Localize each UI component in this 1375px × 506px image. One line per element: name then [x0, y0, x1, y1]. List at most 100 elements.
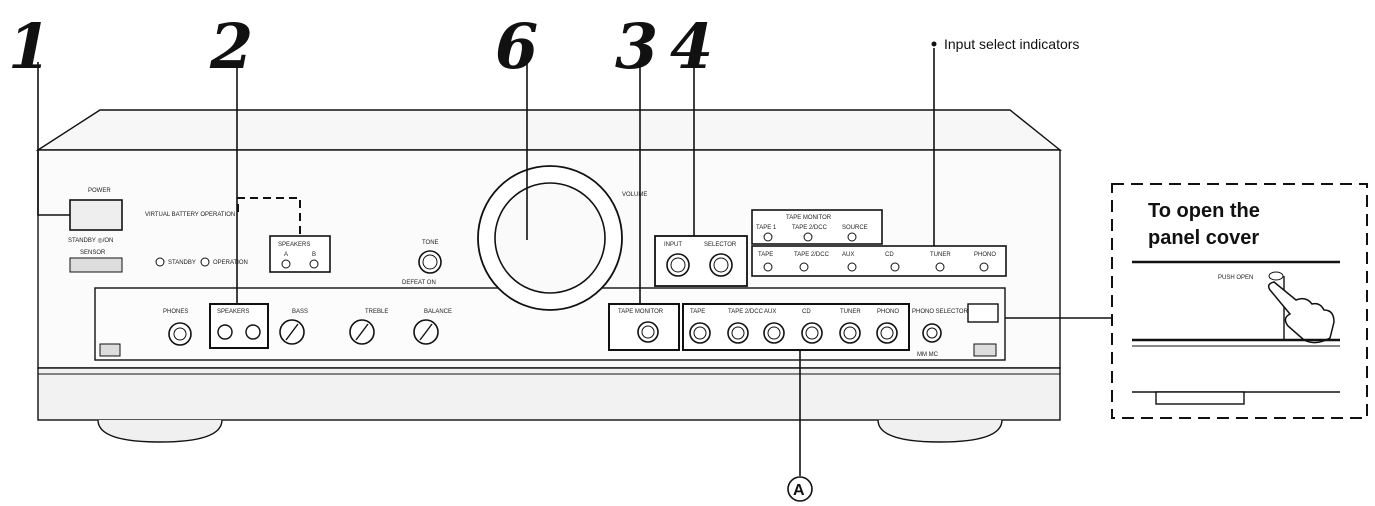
- power-label: POWER: [88, 188, 111, 194]
- push-open-label: PUSH OPEN: [1218, 275, 1253, 281]
- cover-latch: [967, 303, 999, 323]
- input-indicator: [935, 262, 945, 272]
- tone-button[interactable]: [418, 250, 442, 274]
- input-select-button-inner: [767, 326, 781, 340]
- panel-cover-inset: To open the panel cover PUSH OPEN: [1111, 183, 1368, 419]
- virtual-battery-label: VIRTUAL BATTERY OPERATION: [145, 212, 235, 218]
- phono-selector-button[interactable]: [922, 323, 942, 343]
- input-down-button[interactable]: [666, 253, 690, 277]
- dashed-link: [237, 197, 301, 236]
- input-select-bullet: [931, 41, 937, 47]
- sensor-window: [69, 257, 123, 273]
- input-indicators-row: TAPE TAPE 2/DCC AUX CD TUNER PHONO: [751, 245, 1007, 277]
- indicator-label: TAPE: [758, 252, 773, 258]
- power-area: POWER STANDBY ◎/ON SENSOR: [68, 188, 123, 273]
- input-indicator: [890, 262, 900, 272]
- indicator-label: AUX: [842, 252, 854, 258]
- input-select-button-inner: [880, 326, 894, 340]
- leader-1: [37, 62, 70, 216]
- callout-4: 4: [670, 10, 713, 83]
- standby-indicator: [155, 257, 165, 267]
- input-select-button-inner: [693, 326, 707, 340]
- input-indicator: [799, 262, 809, 272]
- speakers-b-indicator: [309, 259, 319, 269]
- speakers-a-label: A: [284, 252, 288, 258]
- phono-selector-label: PHONO SELECTOR: [912, 309, 969, 315]
- tape-monitor-button[interactable]: [637, 321, 659, 343]
- balance-label: BALANCE: [424, 309, 452, 315]
- hand-icon: [1267, 281, 1335, 344]
- marker-a-label: A: [793, 482, 805, 499]
- input-button-label: CD: [802, 309, 811, 315]
- panel-cover-line1: To open the: [1148, 200, 1260, 222]
- input-select-button[interactable]: [876, 322, 898, 344]
- input-indicator: [847, 262, 857, 272]
- speakers-indicator-label: SPEAKERS: [278, 242, 310, 248]
- input-up-button[interactable]: [709, 253, 733, 277]
- input-button-label: TUNER: [840, 309, 861, 315]
- tm-tape2-indicator: [803, 232, 813, 242]
- speakers-a-indicator: [281, 259, 291, 269]
- indicator-label: PHONO: [974, 252, 996, 258]
- tape-monitor-button-label: TAPE MONITOR: [618, 309, 664, 315]
- input-select-button-inner: [805, 326, 819, 340]
- input-button-label: TAPE: [690, 309, 705, 315]
- input-select-button[interactable]: [839, 322, 861, 344]
- treble-label: TREBLE: [365, 309, 388, 315]
- callout-6: 6: [495, 10, 538, 83]
- operation-indicator: [200, 257, 210, 267]
- tone-sub-label: DEFEAT ON: [402, 280, 436, 286]
- input-button-label: PHONO: [877, 309, 899, 315]
- sensor-label: SENSOR: [80, 250, 106, 256]
- standby-label: STANDBY: [168, 260, 196, 266]
- power-button[interactable]: [69, 199, 123, 231]
- operation-label: OPERATION: [213, 260, 248, 266]
- input-indicator: [979, 262, 989, 272]
- speakers-indicator-box: SPEAKERS A B: [269, 235, 331, 273]
- speakers-selector-box: SPEAKERS: [209, 303, 269, 349]
- input-select-button[interactable]: [763, 322, 785, 344]
- callout-2: 2: [209, 10, 253, 83]
- input-select-button[interactable]: [727, 322, 749, 344]
- input-select-button-inner: [731, 326, 745, 340]
- input-select-button[interactable]: [801, 322, 823, 344]
- input-label: INPUT: [664, 242, 682, 248]
- speakers-lower-label: SPEAKERS: [217, 309, 249, 315]
- panel-cover-line2: panel cover: [1148, 227, 1259, 249]
- callout-1: 1: [8, 10, 51, 83]
- volume-label: VOLUME: [622, 192, 647, 198]
- indicator-label: CD: [885, 252, 894, 258]
- tone-label: TONE: [422, 240, 439, 246]
- marker-a-circle: [787, 476, 813, 502]
- input-indicator: [763, 262, 773, 272]
- tm-tape2-label: TAPE 2/DCC: [792, 225, 828, 231]
- tm-tape1-label: TAPE 1: [756, 225, 777, 231]
- tape-monitor-box: TAPE MONITOR: [608, 303, 680, 351]
- input-select-button-inner: [843, 326, 857, 340]
- speakers-a-button[interactable]: [217, 324, 233, 340]
- standby-on-label: STANDBY ◎/ON: [68, 238, 113, 244]
- volume-knob[interactable]: [494, 182, 606, 294]
- tape-monitor-group-label: TAPE MONITOR: [786, 215, 832, 221]
- speakers-b-label: B: [312, 252, 316, 258]
- callout-3: 3: [615, 10, 658, 83]
- bass-label: BASS: [292, 309, 308, 315]
- selector-label: SELECTOR: [704, 242, 737, 248]
- tm-source-label: SOURCE: [842, 225, 868, 231]
- input-button-label: AUX: [764, 309, 776, 315]
- indicator-label: TAPE 2/DCC: [794, 252, 830, 258]
- tape-monitor-indicators: TAPE MONITOR TAPE 1 TAPE 2/DCC SOURCE: [751, 209, 883, 245]
- mm-mc-label: MM MC: [917, 352, 939, 358]
- phones-jack[interactable]: [168, 322, 192, 346]
- input-button-label: TAPE 2/DCC: [728, 309, 764, 315]
- phones-label: PHONES: [163, 309, 188, 315]
- tm-source-indicator: [847, 232, 857, 242]
- input-selector-box: INPUT SELECTOR: [654, 235, 748, 287]
- indicator-label: TUNER: [930, 252, 951, 258]
- speakers-b-button[interactable]: [245, 324, 261, 340]
- input-select-label: Input select indicators: [944, 36, 1079, 52]
- input-select-button[interactable]: [689, 322, 711, 344]
- tm-tape1-indicator: [763, 232, 773, 242]
